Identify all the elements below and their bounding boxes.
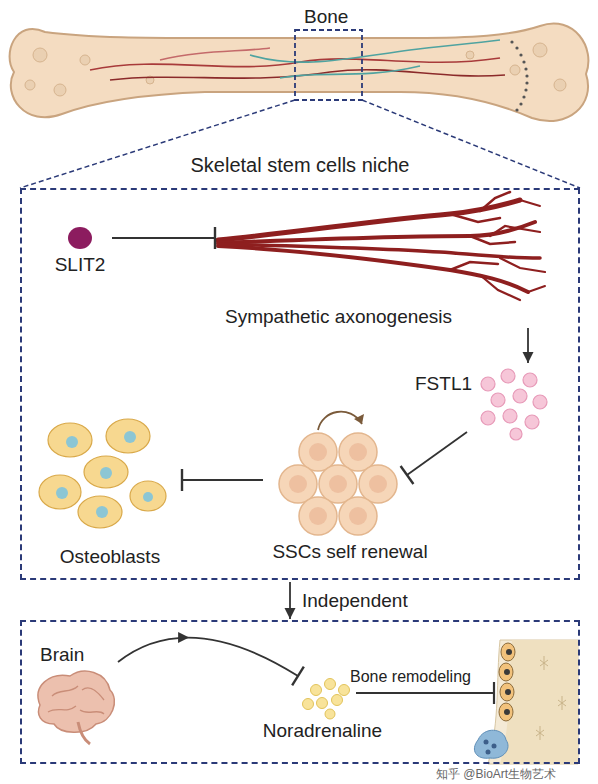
inhibit-bar bbox=[181, 469, 183, 491]
lining-cells bbox=[499, 643, 515, 721]
brain-folds bbox=[48, 686, 104, 714]
connector bbox=[118, 632, 304, 685]
connector-line bbox=[112, 237, 215, 239]
osteoclast-nuclei bbox=[484, 740, 497, 755]
connector bbox=[182, 469, 263, 491]
sympathetic-axons bbox=[218, 192, 545, 300]
connector-line bbox=[407, 432, 467, 475]
osteoblast-node: Osteoblasts bbox=[35, 410, 185, 570]
cell-label: SSCs self renewal bbox=[260, 541, 440, 563]
connector bbox=[523, 328, 534, 363]
self-renewal-arrow bbox=[318, 412, 362, 430]
niche-box: Skeletal stem cells nicheSLIT2Sympatheti… bbox=[20, 188, 580, 580]
fstl1-dots bbox=[481, 369, 547, 440]
brain-node: Brain bbox=[32, 640, 122, 735]
process-label: Bone remodeling bbox=[350, 668, 471, 686]
ssc-node: SSCs self renewal bbox=[260, 405, 440, 565]
osteocyte-marks bbox=[536, 656, 566, 740]
ssc-cells bbox=[279, 433, 397, 535]
molecule-label: SLIT2 bbox=[40, 254, 120, 276]
arrow-head bbox=[285, 608, 296, 619]
fstl1-node: FSTL1 bbox=[405, 365, 550, 440]
lining-nuclei bbox=[504, 649, 512, 715]
connector bbox=[401, 432, 467, 484]
connector bbox=[112, 227, 215, 249]
zoom-box bbox=[295, 30, 362, 100]
inhibit-bar bbox=[401, 466, 414, 484]
arrow-head bbox=[178, 632, 189, 643]
arrow-head bbox=[523, 352, 534, 363]
systemic-box: BrainNoradrenaline bbox=[20, 620, 580, 764]
bone-matrix bbox=[500, 640, 578, 764]
connector bbox=[285, 582, 296, 619]
dotted-line bbox=[510, 40, 528, 111]
inhibit-line bbox=[356, 692, 494, 694]
osteoclast bbox=[474, 730, 508, 758]
bone-label: Bone bbox=[304, 6, 348, 28]
cell-label: Osteoblasts bbox=[35, 546, 185, 568]
brain-shape bbox=[38, 671, 114, 732]
inhibit-bar bbox=[292, 667, 304, 686]
axon-node: Sympathetic axonogenesis bbox=[210, 200, 550, 330]
bone-vessels bbox=[90, 40, 505, 80]
process-label: Sympathetic axonogenesis bbox=[225, 306, 452, 328]
molecule-label: Noradrenaline bbox=[250, 720, 395, 742]
ssc-nuclei bbox=[289, 443, 387, 525]
connector-line bbox=[182, 479, 263, 481]
brain-stem bbox=[78, 722, 90, 744]
inhibit-bar bbox=[214, 227, 216, 249]
watermark: 知乎 @BioArt生物艺术 bbox=[436, 766, 556, 783]
edge-label: Independent bbox=[300, 590, 410, 612]
connector-line bbox=[118, 638, 298, 676]
osteoblast-cells bbox=[39, 419, 166, 528]
osteoblast-nuclei bbox=[56, 431, 153, 518]
slit2-dot bbox=[68, 227, 92, 249]
inhibit-bar bbox=[493, 682, 495, 704]
slit2-node: SLIT2 bbox=[40, 224, 120, 280]
noradrenaline-dots bbox=[303, 679, 350, 720]
self-renewal-head bbox=[354, 414, 364, 424]
molecule-label: FSTL1 bbox=[415, 373, 472, 395]
organ-label: Brain bbox=[40, 644, 84, 666]
region-heading: Skeletal stem cells niche bbox=[22, 154, 578, 176]
bone-shape bbox=[10, 24, 589, 121]
